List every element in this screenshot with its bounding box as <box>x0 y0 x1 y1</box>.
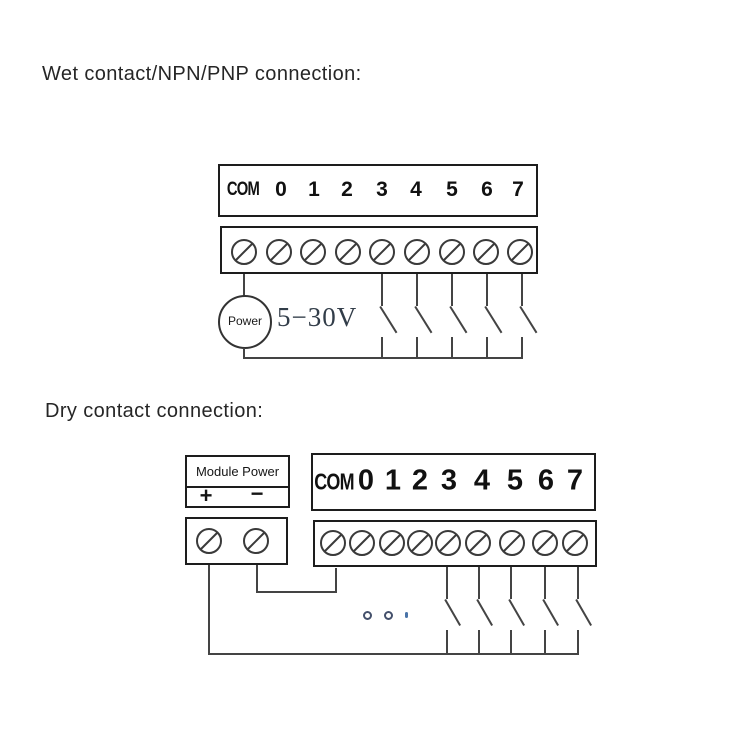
switch-top-lead <box>416 274 418 306</box>
switch-top-lead <box>381 274 383 306</box>
screw-terminal <box>196 528 222 554</box>
ellipsis-dot <box>384 611 393 620</box>
screw-terminal <box>499 530 525 556</box>
ellipsis-dot <box>405 612 408 618</box>
switch-bottom-lead <box>521 337 523 359</box>
switch-bottom-lead <box>486 337 488 359</box>
switch-top-lead <box>510 567 512 599</box>
switch-blade <box>484 306 503 334</box>
switch-top-lead <box>521 274 523 306</box>
terminal-label-1: 1 <box>308 178 320 201</box>
terminal-label-6: 6 <box>537 464 555 497</box>
power-bottom-wire <box>243 348 245 359</box>
terminal-label-5: 5 <box>506 464 524 497</box>
terminal-label-6: 6 <box>481 178 493 201</box>
switch-top-lead <box>451 274 453 306</box>
module-power-title: Module Power <box>187 457 288 488</box>
screw-terminal <box>407 530 433 556</box>
screw-terminal <box>231 239 257 265</box>
switch-bottom-lead <box>446 630 448 655</box>
terminal-label-2: 2 <box>341 178 353 201</box>
screw-terminal <box>532 530 558 556</box>
switch-bottom-lead <box>416 337 418 359</box>
terminal-label-3: 3 <box>376 178 388 201</box>
screw-terminal <box>320 530 346 556</box>
wet-terminal-label-strip <box>218 164 538 217</box>
wet-bus-wire <box>243 357 523 359</box>
switch-blade <box>519 306 538 334</box>
dry-terminal-label-strip <box>311 453 596 511</box>
switch-bottom-lead <box>544 630 546 655</box>
dry-bus-wire <box>208 653 579 655</box>
switch-blade <box>444 599 461 626</box>
switch-blade <box>508 599 525 626</box>
screw-terminal <box>435 530 461 556</box>
plus-sign: + <box>199 483 213 508</box>
switch-bottom-lead <box>577 630 579 655</box>
screw-terminal <box>465 530 491 556</box>
switch-blade <box>414 306 433 334</box>
switch-bottom-lead <box>510 630 512 655</box>
com-wire <box>243 274 245 296</box>
switch-bottom-lead <box>381 337 383 359</box>
terminal-label-4: 4 <box>410 178 422 201</box>
minus-sign: − <box>250 481 264 506</box>
switch-blade <box>575 599 592 626</box>
screw-terminal <box>473 239 499 265</box>
switch-blade <box>476 599 493 626</box>
terminal-label-com: COM <box>226 179 260 200</box>
wet-section-title: Wet contact/NPN/PNP connection: <box>42 63 362 85</box>
voltage-label: 5−30V <box>277 302 358 332</box>
minus-wire-down <box>256 565 258 593</box>
terminal-label-1: 1 <box>384 464 402 497</box>
terminal-label-5: 5 <box>446 178 458 201</box>
switch-top-lead <box>478 567 480 599</box>
screw-terminal <box>243 528 269 554</box>
screw-terminal <box>266 239 292 265</box>
terminal-label-com: COM <box>314 468 354 495</box>
switch-top-lead <box>446 567 448 599</box>
screw-terminal <box>349 530 375 556</box>
terminal-label-7: 7 <box>566 464 584 497</box>
minus-wire-across <box>256 591 337 593</box>
terminal-label-0: 0 <box>357 464 375 497</box>
switch-blade <box>379 306 398 334</box>
terminal-label-3: 3 <box>440 464 458 497</box>
terminal-label-0: 0 <box>275 178 287 201</box>
screw-terminal <box>439 239 465 265</box>
switch-top-lead <box>486 274 488 306</box>
terminal-label-4: 4 <box>473 464 491 497</box>
switch-blade <box>542 599 559 626</box>
power-label: Power <box>227 314 263 328</box>
screw-terminal <box>369 239 395 265</box>
switch-blade <box>449 306 468 334</box>
screw-terminal <box>404 239 430 265</box>
switch-top-lead <box>577 567 579 599</box>
switch-bottom-lead <box>478 630 480 655</box>
screw-terminal <box>507 239 533 265</box>
terminal-label-2: 2 <box>411 464 429 497</box>
plus-wire <box>208 565 210 655</box>
screw-terminal <box>379 530 405 556</box>
terminal-label-7: 7 <box>512 178 524 201</box>
dry-section-title: Dry contact connection: <box>45 400 264 422</box>
screw-terminal <box>335 239 361 265</box>
minus-wire-to-com <box>335 568 337 593</box>
screw-terminal <box>300 239 326 265</box>
power-source-circle <box>218 295 272 349</box>
ellipsis-dot <box>363 611 372 620</box>
screw-terminal <box>562 530 588 556</box>
switch-bottom-lead <box>451 337 453 359</box>
switch-top-lead <box>544 567 546 599</box>
module-power-box: Module Power <box>185 455 290 508</box>
